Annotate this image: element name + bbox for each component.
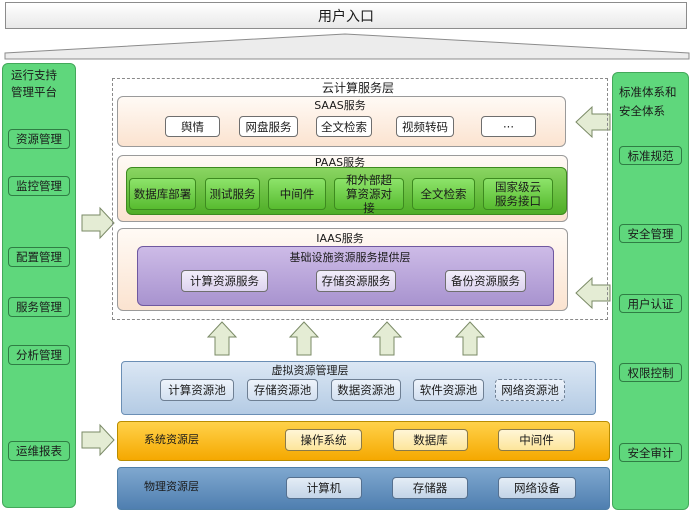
ops-item-resource[interactable]: 资源管理 [8,129,70,149]
sec-item-audit[interactable]: 安全审计 [619,443,682,462]
system-layer-title: 系统资源层 [144,433,199,446]
ops-item-monitor[interactable]: 监控管理 [8,176,70,196]
saas-item-more[interactable]: ··· [481,116,536,137]
up-arrow-3 [371,321,403,356]
iaas-title: IAAS服务 [316,232,364,245]
paas-item-test-service[interactable]: 测试服务 [205,178,260,210]
virtual-item-network-pool[interactable]: 网络资源池 [495,379,565,401]
sec-item-security-mgmt[interactable]: 安全管理 [619,224,682,243]
virtual-item-software-pool[interactable]: 软件资源池 [413,379,484,401]
virtual-item-data-pool[interactable]: 数据资源池 [331,379,401,401]
security-system-title: 标准体系和安全体系 [619,85,677,118]
paas-item-national-cloud-api[interactable]: 国家级云服务接口 [483,178,553,210]
entry-roof-shape [4,33,690,60]
virtual-layer-title: 虚拟资源管理层 [271,364,349,377]
user-entry-bar: 用户入口 [5,2,687,29]
ops-item-config[interactable]: 配置管理 [8,247,70,267]
physical-item-network-device[interactable]: 网络设备 [498,477,576,499]
sec-item-standards[interactable]: 标准规范 [619,146,682,165]
paas-item-fulltext-search[interactable]: 全文检索 [412,178,475,210]
virtual-item-storage-pool[interactable]: 存储资源池 [247,379,318,401]
iaas-subtitle: 基础设施资源服务提供层 [289,251,411,264]
physical-item-computer[interactable]: 计算机 [286,477,362,499]
user-entry-title: 用户入口 [318,8,374,25]
ops-item-analysis[interactable]: 分析管理 [8,345,70,365]
sec-item-user-auth[interactable]: 用户认证 [619,294,682,313]
up-arrow-1 [206,321,238,356]
iaas-item-compute[interactable]: 计算资源服务 [181,270,268,292]
system-item-database[interactable]: 数据库 [393,429,468,451]
saas-title: SAAS服务 [314,98,366,112]
up-arrow-2 [288,321,320,356]
iaas-item-backup[interactable]: 备份资源服务 [445,270,526,292]
virtual-item-compute-pool[interactable]: 计算资源池 [160,379,234,401]
ops-management-panel: 运行支持管理平台 资源管理 监控管理 配置管理 服务管理 分析管理 运维报表 [2,63,76,508]
paas-title: PAAS服务 [314,155,366,169]
system-item-middleware[interactable]: 中间件 [498,429,575,451]
saas-item-fulltext-search[interactable]: 全文检索 [316,116,372,137]
ops-item-service[interactable]: 服务管理 [8,297,70,317]
saas-item-cloud-drive[interactable]: 网盘服务 [239,116,298,137]
paas-item-middleware[interactable]: 中间件 [268,178,326,210]
sec-item-access-control[interactable]: 权限控制 [619,363,682,382]
cloud-layer-title: 云计算服务层 [321,81,394,95]
up-arrow-4 [454,321,486,356]
left-arrow-system [81,423,115,457]
physical-layer-title: 物理资源层 [144,480,199,493]
iaas-item-storage[interactable]: 存储资源服务 [316,270,396,292]
ops-management-title: 运行支持管理平台 [11,68,57,99]
system-item-os[interactable]: 操作系统 [285,429,362,451]
paas-item-db-deploy[interactable]: 数据库部署 [129,178,196,210]
cloud-service-layer [112,78,608,320]
left-arrow-cloud [81,206,115,240]
saas-item-video-transcode[interactable]: 视频转码 [396,116,454,137]
security-system-panel: 标准体系和安全体系 标准规范 安全管理 用户认证 权限控制 安全审计 [612,72,689,510]
paas-item-hpc-integration[interactable]: 和外部超算资源对接 [334,173,404,215]
physical-item-storage[interactable]: 存储器 [392,477,468,499]
saas-item-sentiment[interactable]: 舆情 [165,116,220,137]
ops-item-report[interactable]: 运维报表 [8,441,70,461]
